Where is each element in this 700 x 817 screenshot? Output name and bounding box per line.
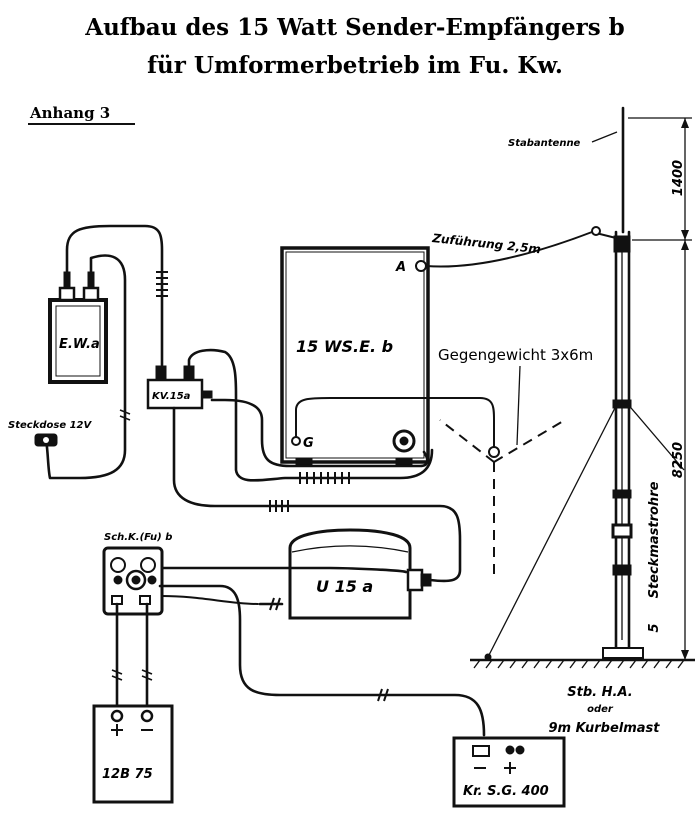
terminal-a-label: A — [395, 260, 406, 275]
transceiver-15wseb — [280, 246, 430, 467]
dimension-lines — [628, 117, 692, 661]
converter-label: U 15 a — [316, 577, 373, 596]
label-zufuehrung: Zuführung 2,5m — [431, 231, 542, 256]
accumulator-label: 12B 75 — [102, 767, 153, 782]
switchbox-schk-fu-b — [102, 546, 164, 616]
transceiver-label: 15 WS.E. b — [296, 337, 393, 356]
label-mast-sections: 5 — [647, 623, 662, 632]
label-gegengewicht: Gegengewicht 3x6m — [438, 346, 593, 364]
battery-label: E.W.a — [59, 337, 100, 352]
label-stabantenne: Stabantenne — [508, 138, 581, 149]
connector-box-kv15a — [146, 365, 213, 410]
charger-krsg400 — [452, 736, 566, 808]
dim-rod-length: 1400 — [671, 160, 686, 196]
switchbox-label: Sch.K.(Fu) b — [104, 532, 172, 543]
battery-ewa — [48, 271, 108, 384]
mast-base-label-3: 9m Kurbelmast — [549, 721, 661, 736]
dim-mast-length: 8250 — [671, 442, 686, 478]
connector-box-label: KV.15a — [152, 391, 191, 402]
title-line-2: für Umformerbetrieb im Fu. Kw. — [147, 52, 563, 79]
socket-label: Steckdose 12V — [8, 420, 93, 431]
label-steckmastrohre: Steckmastrohre — [647, 481, 662, 598]
mast-base-label-2: oder — [587, 704, 614, 715]
appendix-label: Anhang 3 — [29, 104, 110, 122]
charger-label: Kr. S.G. 400 — [463, 784, 549, 799]
terminal-g-label: G — [303, 436, 314, 451]
converter-u15a — [288, 528, 432, 620]
accumulator-12b75 — [92, 704, 174, 804]
mast-base-label-1: Stb. H.A. — [567, 685, 632, 700]
socket-12v — [34, 433, 58, 447]
antenna-mast — [470, 106, 695, 669]
title-line-1: Aufbau des 15 Watt Sender-Empfängers b — [84, 14, 625, 41]
